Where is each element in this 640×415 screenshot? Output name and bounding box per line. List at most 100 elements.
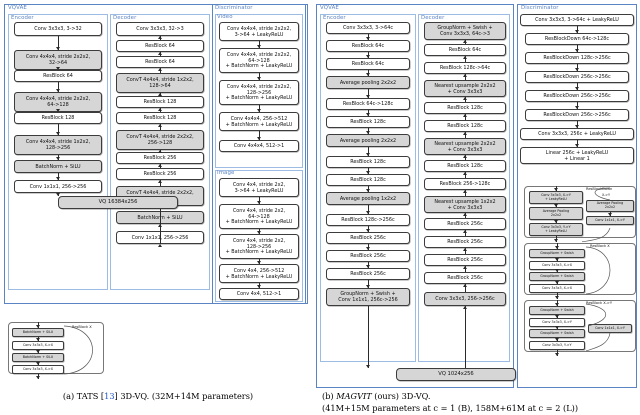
left-decoder-box-5: ResBlock 128 xyxy=(116,112,204,124)
arrow-head xyxy=(463,172,467,175)
arrow-head xyxy=(56,47,60,50)
right-decoder-box-12: ResBlock 256c xyxy=(424,254,506,266)
arrow-head xyxy=(366,247,370,250)
connector-line xyxy=(576,83,578,90)
arrow-head xyxy=(366,37,370,40)
arrow-head xyxy=(366,189,370,192)
left-disc-video-box-4: Conv 4x4x4, 512->1 xyxy=(219,140,299,152)
arrow-head xyxy=(366,265,370,268)
arrow-head xyxy=(158,244,162,247)
right-decoder-box-7: ResBlock 128c xyxy=(424,160,506,172)
resblock-xy-legend-title: ResBlock X->Y xyxy=(586,301,613,305)
arrow-head xyxy=(36,362,40,365)
connector-line xyxy=(464,132,466,138)
resblock-xy-box-3: Conv 3x3x3, Y->Y xyxy=(529,341,585,350)
connector-line xyxy=(464,114,466,120)
arrow-head xyxy=(463,40,467,43)
arrow-head xyxy=(463,213,467,216)
arrow-head xyxy=(257,45,261,48)
arrow-head xyxy=(463,284,467,287)
left-disc-video-box-0: Conv 4x4x4, stride 2x2x2, 3->64 + LeakyR… xyxy=(219,22,299,41)
connector-line xyxy=(464,74,466,80)
right-disc-box-2: ResBlockDown 128c->256c xyxy=(525,52,629,64)
arrow-head xyxy=(554,220,558,223)
connector-line xyxy=(464,56,466,62)
right-disc-box-5: ResBlockDown 256c->256c xyxy=(525,109,629,121)
right-decoder-box-9: Nearest upsample 1x2x2 + Conv 3x3x3 xyxy=(424,196,506,213)
connector-line xyxy=(464,306,466,368)
resblockdown-skip-box-1: Conv 1x1x1, X->Y xyxy=(586,216,634,225)
left-decoder-box-1: ResBlock 64 xyxy=(116,40,204,52)
arrow-head xyxy=(463,114,467,117)
left-encoder-box-2: ResBlock 64 xyxy=(14,70,102,82)
arrow-head xyxy=(158,164,162,167)
left-decoder-box-3: ConvT 4x4x4, stride 1x2x2, 128->64 xyxy=(116,73,204,93)
left-encoder-title: Encoder xyxy=(11,15,34,21)
right-encoder-box-7: ResBlock 128c xyxy=(326,156,410,168)
left-disc-image-box-2: Conv 4x4, stride 2x2, 128->256 + BatchNo… xyxy=(219,234,299,259)
arrow-head xyxy=(366,131,370,134)
right-decoder-box-10: ResBlock 256c xyxy=(424,218,506,230)
arrow-head xyxy=(463,266,467,269)
connector-line xyxy=(258,131,260,140)
arrow-head xyxy=(56,89,60,92)
arrow-head xyxy=(257,201,261,204)
arrow-head xyxy=(575,125,579,128)
arrow-head xyxy=(36,376,40,379)
arrow-head xyxy=(555,303,559,306)
right-discriminator-title: Discriminator xyxy=(521,5,559,11)
right-vqvae-title: VQVAE xyxy=(320,5,339,11)
arrow-head xyxy=(555,315,559,318)
left-resblock-legend-title: ResBlock X xyxy=(72,325,92,329)
left-caption-pre: (a) TATS [ xyxy=(62,391,105,401)
right-decoder-box-13: ResBlock 256c xyxy=(424,272,506,284)
arrow-head xyxy=(56,132,60,135)
arrow-head xyxy=(366,55,370,58)
left-caption-citation[interactable]: 13 xyxy=(104,391,115,401)
connector-line xyxy=(57,36,59,50)
left-encoder-box-1: Conv 4x4x4, stride 2x2x2, 32->64 xyxy=(14,50,102,70)
connector-line xyxy=(367,147,369,156)
arrow-head xyxy=(257,137,261,140)
left-disc-image-box-1: Conv 4x4, stride 2x2, 64->128 + BatchNor… xyxy=(219,204,299,229)
left-encoder-box-6: BatchNorm + SiLU xyxy=(14,160,102,173)
connector-line xyxy=(464,248,466,254)
right-disc-box-4: ResBlockDown 256c->256c xyxy=(525,90,629,102)
arrow-head xyxy=(575,87,579,90)
right-decoder-title: Decoder xyxy=(421,15,445,21)
right-decoder-box-4: ResBlock 128c xyxy=(424,102,506,114)
right-decoder-box-8: ResBlock 256->128c xyxy=(424,178,506,190)
right-disc-box-6: Conv 3x3x3, 256c + LeakyReLU xyxy=(520,128,634,140)
right-disc-box-3: ResBlockDown 256c->256c xyxy=(525,71,629,83)
resblock-x-box-2: GroupNorm + Swish xyxy=(529,272,585,281)
arrow-head xyxy=(158,150,162,153)
left-decoder-box-7: ResBlock 256 xyxy=(116,152,204,164)
right-encoder-box-2: ResBlock 64c xyxy=(326,58,410,70)
arrow-head xyxy=(366,95,370,98)
arrow-head xyxy=(575,106,579,109)
arrow-head xyxy=(56,67,60,70)
right-encoder-title: Encoder xyxy=(323,15,346,21)
arrow-head xyxy=(36,350,40,353)
arrow-head xyxy=(366,211,370,214)
right-decoder-box-1: ResBlock 64c xyxy=(424,44,506,56)
right-encoder-box-9: Average pooling 1x2x2 xyxy=(326,192,410,205)
arrow-head xyxy=(575,30,579,33)
connector-line xyxy=(576,121,578,128)
arrow-head xyxy=(366,153,370,156)
right-encoder-box-10: ResBlock 128c->256c xyxy=(326,214,410,226)
right-encoder-box-13: ResBlock 256c xyxy=(326,268,410,280)
arrow-head xyxy=(366,73,370,76)
connector-line xyxy=(464,230,466,236)
resblock-x-box-0: GroupNorm + Swish xyxy=(529,249,585,258)
arrow-head xyxy=(158,52,162,55)
arrow-head xyxy=(158,108,162,111)
left-decoder-box-4: ResBlock 128 xyxy=(116,96,204,108)
arrow-head xyxy=(366,229,370,232)
right-encoder-box-0: Conv 3x3x3, 3->64c xyxy=(326,22,410,34)
left-encoder-box-4: ResBlock 128 xyxy=(14,112,102,124)
right-vq-box: VQ 1024x256 xyxy=(396,368,516,381)
arrow-head xyxy=(257,231,261,234)
right-caption-prefix: (b) xyxy=(322,391,337,401)
arrow-head xyxy=(555,353,559,356)
